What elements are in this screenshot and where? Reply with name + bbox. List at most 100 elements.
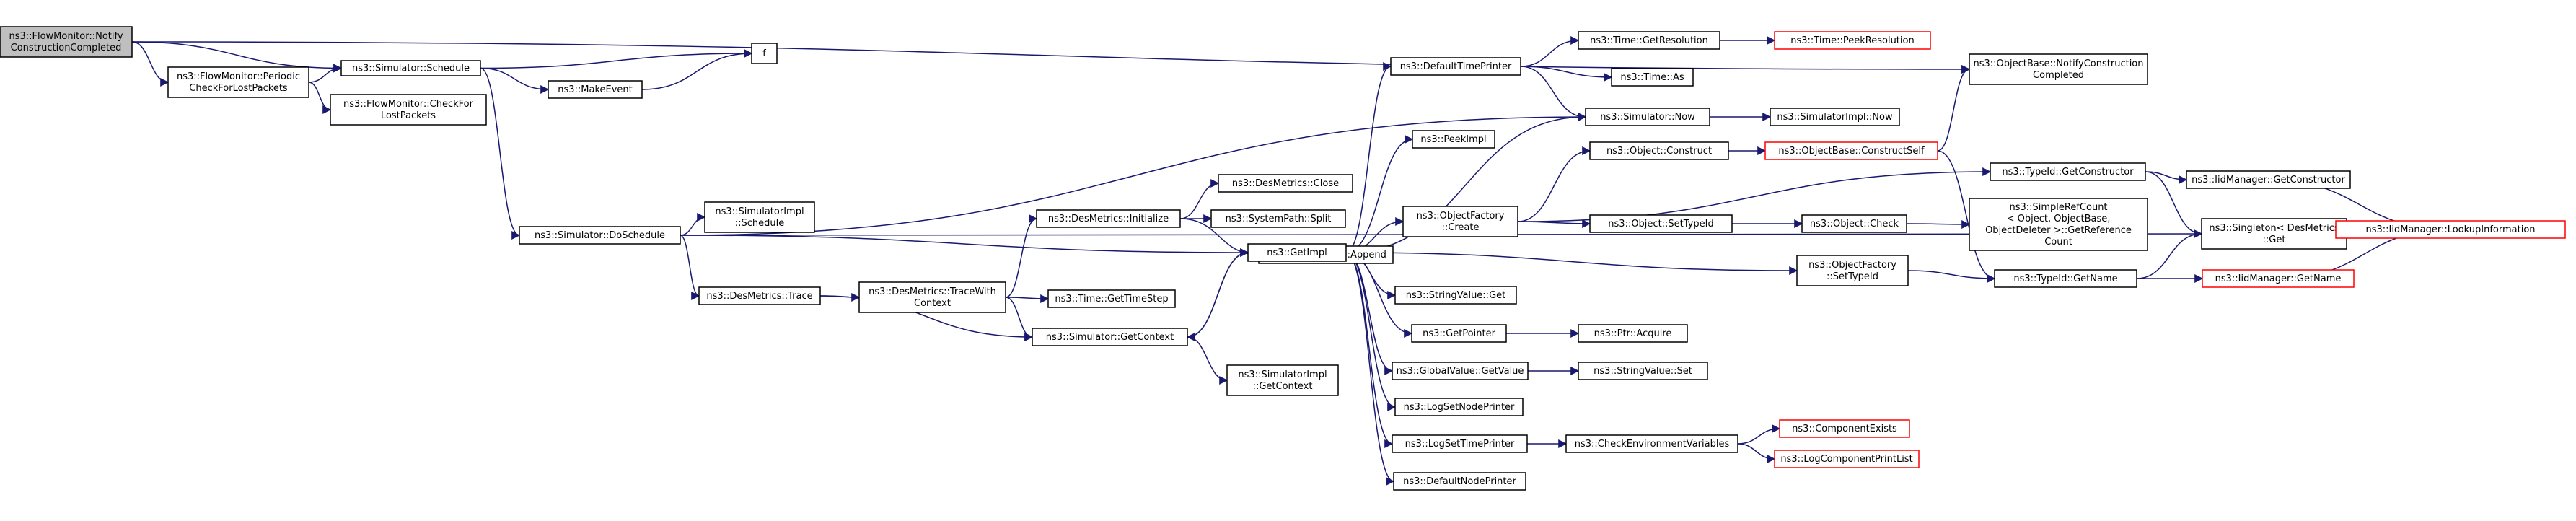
graph-node[interactable]: ns3::DefaultNodePrinter bbox=[1393, 472, 1526, 491]
graph-node[interactable]: ns3::Time::GetTimeStep bbox=[1047, 289, 1176, 308]
graph-node[interactable]: ns3::Simulator::Schedule bbox=[340, 60, 481, 76]
node-box bbox=[1392, 434, 1528, 453]
graph-node[interactable]: ns3::Ptr::Acquire bbox=[1578, 324, 1688, 343]
node-box bbox=[1578, 362, 1708, 380]
edge-n9-n10 bbox=[1005, 297, 1034, 341]
node-label-line: ns3::SimulatorImpl bbox=[715, 206, 804, 217]
graph-node[interactable]: ns3::FlowMonitor::NotifyConstructionComp… bbox=[0, 26, 133, 58]
node-label-line: ns3::SimulatorImpl::Now bbox=[1777, 112, 1893, 123]
node-box bbox=[1611, 68, 1694, 87]
node-label-line: ns3::SimpleRefCount bbox=[2009, 202, 2107, 213]
node-label-line: ns3::Simulator::Schedule bbox=[352, 64, 470, 74]
graph-node[interactable]: ns3::Time::GetResolution bbox=[1578, 31, 1720, 50]
graph-node[interactable]: ns3::GetPointer bbox=[1411, 324, 1507, 343]
edge-n2-n6 bbox=[480, 67, 521, 240]
edge-n45-n47 bbox=[2136, 229, 2203, 279]
node-label-line: ns3::StringValue::Get bbox=[1406, 290, 1505, 301]
node-label-line: ::Create bbox=[1442, 222, 1480, 233]
node-label-line: ObjectDeleter >::GetReference bbox=[1985, 225, 2132, 236]
graph-node[interactable]: ns3::CheckEnvironmentVariables bbox=[1565, 434, 1738, 453]
node-label-line: ns3::FlowMonitor::CheckFor bbox=[343, 99, 474, 110]
nodes-layer: ns3::FlowMonitor::NotifyConstructionComp… bbox=[0, 26, 2566, 491]
graph-node[interactable]: ns3::IidManager::GetName bbox=[2202, 269, 2355, 288]
graph-node[interactable]: ns3::ComponentExists bbox=[1779, 419, 1910, 438]
edge-n34-n41 bbox=[1737, 443, 1776, 463]
graph-node[interactable]: ns3::SystemPath::Split bbox=[1210, 209, 1346, 228]
node-label-line: LostPackets bbox=[381, 110, 436, 121]
node-label-line: ns3::ObjectBase::NotifyConstruction bbox=[1974, 58, 2144, 69]
node-label-line: ns3::IidManager::GetName bbox=[2215, 273, 2342, 284]
node-label-line: ns3::GetPointer bbox=[1423, 328, 1495, 339]
graph-node[interactable]: ns3::SimulatorImpl::Schedule bbox=[704, 201, 815, 233]
node-box bbox=[1411, 324, 1507, 343]
node-label-line: ns3::LogSetNodePrinter bbox=[1404, 402, 1515, 413]
edge-n17-n24 bbox=[1345, 252, 1397, 411]
graph-node[interactable]: ns3::Object::Construct bbox=[1589, 141, 1729, 160]
node-box bbox=[1589, 141, 1729, 160]
node-label-line: ns3::Simulator::DoSchedule bbox=[535, 230, 665, 241]
edge-n18-n29 bbox=[1520, 66, 1587, 121]
graph-node[interactable]: ns3::FlowMonitor::PeriodicCheckForLostPa… bbox=[167, 66, 309, 98]
graph-node[interactable]: ns3::ObjectBase::ConstructSelf bbox=[1764, 141, 1938, 160]
node-label-line: Context bbox=[914, 298, 951, 309]
graph-node[interactable]: ns3::SimulatorImpl::GetContext bbox=[1226, 364, 1339, 396]
graph-node[interactable]: ns3::IidManager::GetConstructor bbox=[2186, 170, 2351, 189]
graph-node[interactable]: ns3::StringValue::Set bbox=[1578, 362, 1708, 380]
edge-n12-n15 bbox=[1179, 218, 1260, 259]
graph-node[interactable]: ns3::ObjectBase::NotifyConstructionCompl… bbox=[1969, 53, 2148, 85]
graph-node[interactable]: ns3::DefaultTimePrinter bbox=[1390, 57, 1521, 76]
node-label-line: ns3::DesMetrics::Initialize bbox=[1048, 214, 1169, 224]
graph-node[interactable]: ns3::GlobalValue::GetValue bbox=[1392, 362, 1529, 380]
edge-n10-n11 bbox=[1187, 336, 1228, 385]
graph-node[interactable]: ns3::Object::Check bbox=[1801, 214, 1907, 233]
node-label-line: ns3::GetImpl bbox=[1267, 248, 1327, 258]
node-label-line: ::SetTypeId bbox=[1827, 271, 1878, 282]
node-box bbox=[330, 94, 487, 126]
graph-node[interactable]: ns3::Time::As bbox=[1611, 68, 1694, 87]
node-label-line: ns3::Object::Check bbox=[1810, 219, 1899, 229]
graph-node[interactable]: ns3::Time::PeekResolution bbox=[1774, 31, 1931, 50]
node-label-line: ns3::DesMetrics::TraceWith bbox=[869, 286, 996, 297]
graph-node[interactable]: f bbox=[751, 43, 778, 64]
graph-node[interactable]: ns3::SimpleRefCount< Object, ObjectBase,… bbox=[1969, 198, 2148, 251]
graph-node[interactable]: ns3::TypeId::GetName bbox=[1994, 269, 2137, 288]
graph-node[interactable]: ns3::Simulator::DoSchedule bbox=[519, 226, 681, 245]
node-box bbox=[1779, 419, 1910, 438]
graph-node[interactable]: ns3::IidManager::LookupInformation bbox=[2335, 220, 2566, 239]
graph-node[interactable]: ns3::ObjectFactory::SetTypeId bbox=[1796, 255, 1909, 286]
node-box bbox=[1774, 450, 1920, 468]
graph-node[interactable]: ns3::FlowMonitor::CheckForLostPackets bbox=[330, 94, 487, 126]
graph-node[interactable]: ns3::Object::SetTypeId bbox=[1589, 214, 1733, 233]
graph-node[interactable]: ns3::Simulator::GetContext bbox=[1032, 328, 1188, 346]
graph-node[interactable]: ns3::DesMetrics::Close bbox=[1218, 174, 1353, 193]
graph-node[interactable]: ns3::TypeId::GetConstructor bbox=[1990, 162, 2146, 181]
graph-node[interactable]: ns3::MakeEvent bbox=[548, 80, 643, 99]
node-label-line: Completed bbox=[2033, 70, 2084, 81]
node-label-line: f bbox=[762, 48, 766, 59]
node-box bbox=[1394, 286, 1517, 305]
graph-node[interactable]: ns3::PeekImpl bbox=[1412, 130, 1495, 149]
graph-node[interactable]: ns3::SimulatorImpl::Now bbox=[1770, 108, 1900, 126]
edge-n20-n43 bbox=[1517, 167, 1992, 222]
edge-n1-n4 bbox=[308, 82, 332, 114]
edge-n34-n40 bbox=[1737, 424, 1781, 445]
graph-node[interactable]: ns3::Singleton< DesMetrics::Get bbox=[2201, 218, 2347, 250]
node-box bbox=[1796, 255, 1909, 286]
edge-n18-n28 bbox=[1520, 66, 1613, 82]
graph-node[interactable]: ns3::DesMetrics::Trace bbox=[698, 286, 821, 305]
node-box bbox=[1994, 269, 2137, 288]
node-label-line: ConstructionCompleted bbox=[11, 43, 122, 53]
graph-node[interactable]: ns3::ObjectFactory::Create bbox=[1402, 206, 1518, 237]
node-box bbox=[1047, 289, 1176, 308]
edge-n8-n10 bbox=[819, 295, 1034, 341]
graph-node[interactable]: ns3::Simulator::Now bbox=[1585, 108, 1710, 126]
graph-node[interactable]: ns3::LogSetTimePrinter bbox=[1392, 434, 1528, 453]
node-label-line: ns3::SystemPath::Split bbox=[1226, 214, 1332, 224]
graph-node[interactable]: ns3::StringValue::Get bbox=[1394, 286, 1517, 305]
graph-node[interactable]: ns3::GetImpl bbox=[1247, 243, 1347, 262]
graph-node[interactable]: ns3::LogSetNodePrinter bbox=[1394, 398, 1524, 416]
graph-node[interactable]: ns3::DesMetrics::Initialize bbox=[1036, 209, 1181, 228]
node-label-line: ns3::Time::GetResolution bbox=[1590, 35, 1708, 46]
graph-node[interactable]: ns3::LogComponentPrintList bbox=[1774, 450, 1920, 468]
